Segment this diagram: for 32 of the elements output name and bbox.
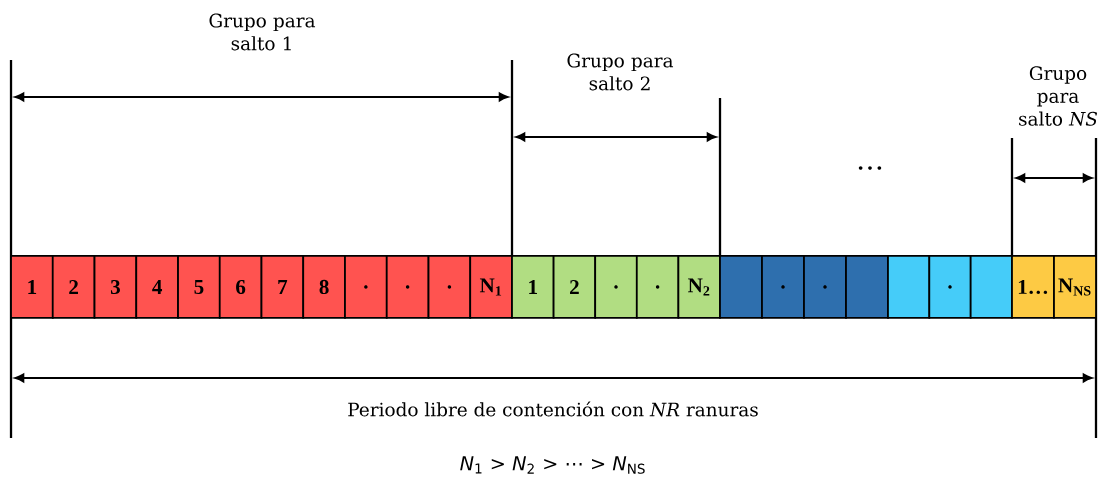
slot-cell: 1 xyxy=(511,255,555,319)
slot-cell: 1 xyxy=(10,255,54,319)
empty-slot-cell xyxy=(969,255,1013,319)
empty-slot-cell xyxy=(887,255,931,319)
slot-cell: 1… xyxy=(1011,255,1055,319)
slot-cell: 2 xyxy=(51,255,96,319)
slot-cell: . xyxy=(928,255,972,319)
ellipsis: … xyxy=(858,166,882,170)
slot-cell: . xyxy=(344,255,388,319)
empty-slot-cell xyxy=(719,255,763,319)
inequality-formula: N$_{1}$ > N$_{2}$ > ⋯ > N$_{NS}$ xyxy=(460,456,645,474)
slot-cell: . xyxy=(635,255,680,319)
slot-cell: N$_{2}$ xyxy=(677,255,721,319)
slot-cell: . xyxy=(803,255,847,319)
group-label: Grupo para salto NS xyxy=(1019,66,1098,126)
slot-cell: . xyxy=(385,255,430,319)
slot-cell: . xyxy=(594,255,638,319)
caption-text: Periodo libre de contención con NR ranuras xyxy=(348,401,758,417)
slot-cell: 5 xyxy=(177,255,221,319)
slot-cell: . xyxy=(761,255,805,319)
slot-cell: N$_{1}$ xyxy=(469,255,513,319)
slot-cell: 4 xyxy=(135,255,179,319)
slot-cell: N$_{NS}$ xyxy=(1053,255,1097,319)
empty-slot-cell xyxy=(845,255,889,319)
slot-cell: 2 xyxy=(552,255,597,319)
slot-cell: 7 xyxy=(260,255,305,319)
slot-cell: 6 xyxy=(218,255,263,319)
group-label: Grupo para salto 2 xyxy=(567,53,674,91)
group-label: Grupo para salto 1 xyxy=(209,13,316,51)
slot-cell: . xyxy=(427,255,472,319)
slot-cell: 3 xyxy=(93,255,138,319)
slot-cell: 8 xyxy=(302,255,346,319)
